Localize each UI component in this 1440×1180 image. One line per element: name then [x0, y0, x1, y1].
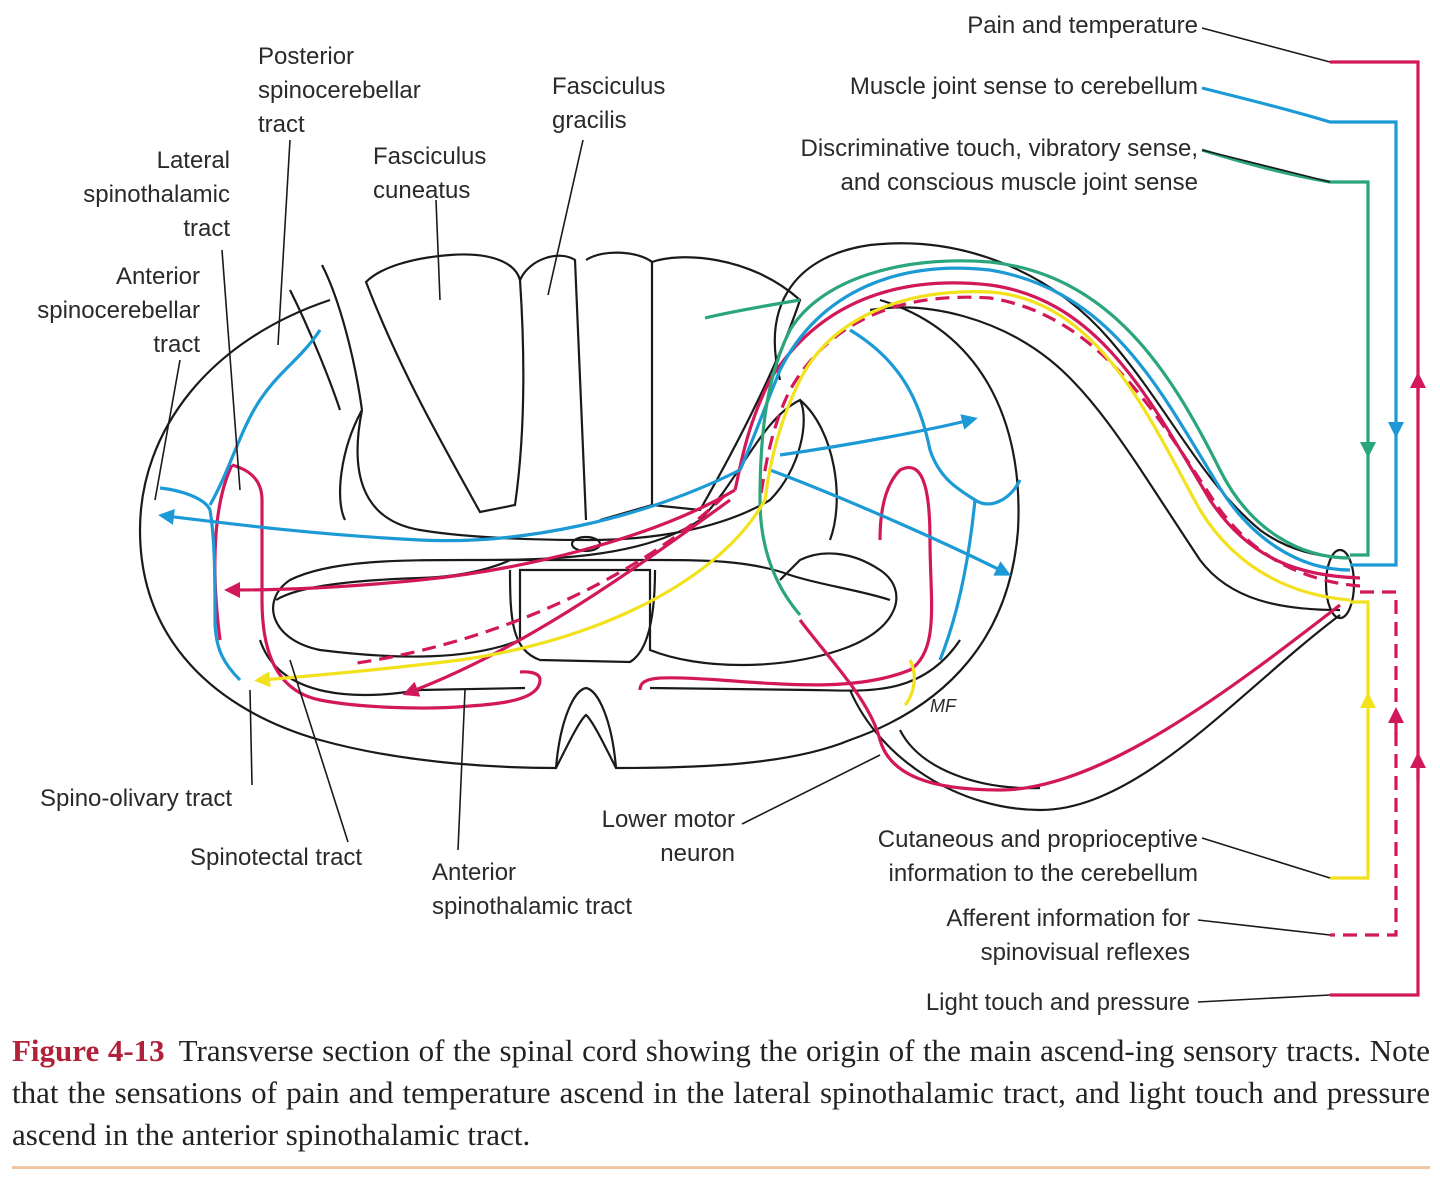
svg-text:spinothalamic tract: spinothalamic tract: [432, 893, 632, 920]
svg-text:Afferent information for: Afferent information for: [946, 905, 1190, 932]
svg-text:Anterior: Anterior: [432, 859, 516, 886]
label-afferent-spinovisual: Afferent information for spinovisual ref…: [946, 905, 1190, 966]
label-posterior-spinocerebellar: Posterior spinocerebellar tract: [258, 43, 421, 138]
svg-text:information to the cerebellum: information to the cerebellum: [889, 860, 1199, 887]
svg-text:Posterior: Posterior: [258, 43, 354, 70]
svg-text:Fasciculus: Fasciculus: [552, 73, 665, 100]
label-muscle-joint-cerebellum: Muscle joint sense to cerebellum: [850, 73, 1198, 100]
fasciculus-gracilis-outline: [364, 253, 525, 514]
label-fasciculus-cuneatus: Fasciculus cuneatus: [373, 143, 486, 204]
label-spino-olivary: Spino-olivary tract: [40, 785, 232, 812]
svg-text:spinocerebellar: spinocerebellar: [37, 297, 200, 324]
muscle-joint-pathway: [158, 86, 1404, 682]
label-pain-temperature: Pain and temperature: [967, 12, 1198, 39]
pain-temperature-pathway: [213, 60, 1426, 997]
spinal-cord-diagram: Posterior spinocerebellar tract Lateral …: [37, 12, 1426, 1016]
svg-text:Lower motor: Lower motor: [602, 806, 735, 833]
svg-text:gracilis: gracilis: [552, 107, 627, 134]
label-anterior-spinocerebellar: Anterior spinocerebellar tract: [37, 263, 200, 358]
svg-text:Cutaneous and proprioceptive: Cutaneous and proprioceptive: [878, 826, 1198, 853]
svg-text:neuron: neuron: [660, 840, 735, 867]
label-fasciculus-gracilis: Fasciculus gracilis: [552, 73, 665, 134]
svg-text:Anterior: Anterior: [116, 263, 200, 290]
leader-lines: [154, 27, 1331, 1003]
spinal-cord-outline: [138, 251, 1020, 770]
label-light-touch-pressure: Light touch and pressure: [926, 989, 1190, 1016]
svg-text:tract: tract: [183, 215, 230, 242]
caption-text: Transverse section of the spinal cord sh…: [12, 1033, 1430, 1152]
label-spinotectal: Spinotectal tract: [190, 844, 362, 871]
svg-text:tract: tract: [153, 331, 200, 358]
label-lateral-spinothalamic: Lateral spinothalamic tract: [83, 147, 230, 242]
label-cutaneous-proprioceptive: Cutaneous and proprioceptive information…: [878, 826, 1198, 887]
discriminative-touch-pathway: [704, 148, 1376, 617]
label-anterior-spinothalamic: Anterior spinothalamic tract: [432, 859, 632, 920]
cutaneous-proprioceptive-pathway: [254, 290, 1376, 880]
artist-signature: MF: [930, 696, 957, 716]
svg-text:spinothalamic: spinothalamic: [83, 181, 230, 208]
svg-text:Lateral: Lateral: [157, 147, 230, 174]
label-lower-motor-neuron: Lower motor neuron: [602, 806, 735, 867]
svg-text:spinocerebellar: spinocerebellar: [258, 77, 421, 104]
dorsal-root-ganglion: [773, 242, 1356, 812]
svg-text:spinovisual reflexes: spinovisual reflexes: [981, 939, 1190, 966]
label-discriminative-touch: Discriminative touch, vibratory sense, a…: [801, 135, 1198, 196]
svg-text:Fasciculus: Fasciculus: [373, 143, 486, 170]
svg-text:Discriminative touch, vibrator: Discriminative touch, vibratory sense,: [801, 135, 1198, 162]
grey-matter-outline: [272, 398, 898, 667]
svg-text:tract: tract: [258, 111, 305, 138]
caption-rule: [12, 1166, 1430, 1169]
svg-text:and conscious muscle joint sen: and conscious muscle joint sense: [840, 169, 1198, 196]
figure-label: Figure 4-13: [12, 1033, 165, 1068]
svg-text:cuneatus: cuneatus: [373, 177, 470, 204]
